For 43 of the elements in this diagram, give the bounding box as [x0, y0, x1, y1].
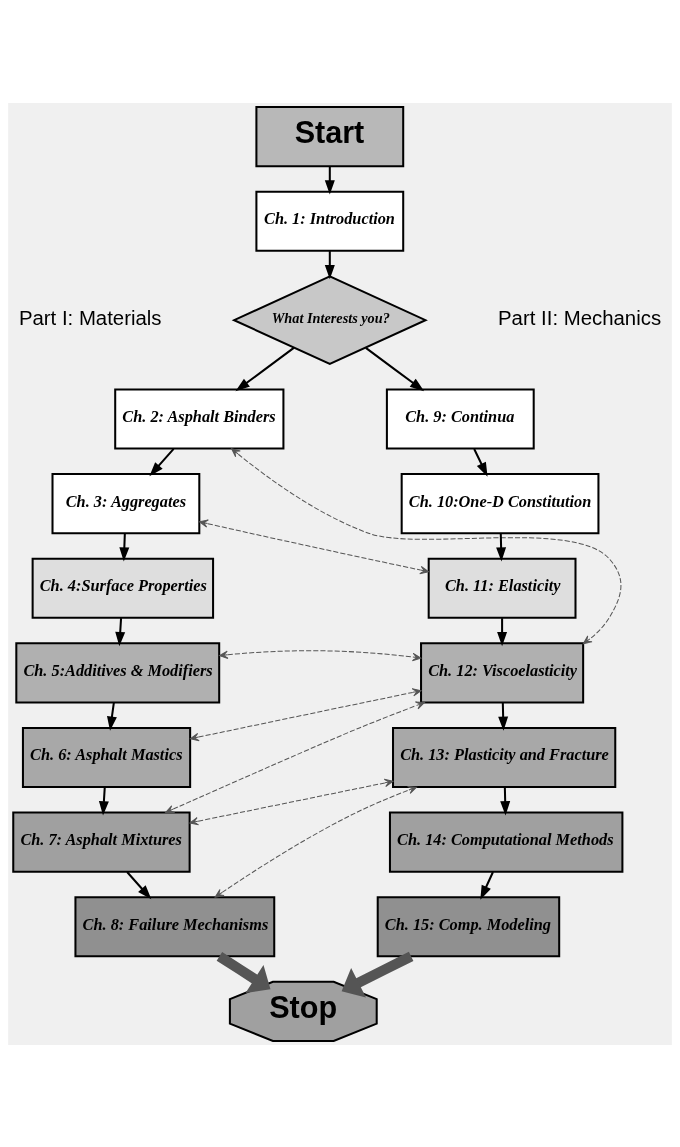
node-box: Ch. 7: Asphalt Mixtures — [12, 811, 191, 873]
arrow — [115, 617, 126, 646]
arrow — [480, 871, 494, 900]
arrow — [165, 700, 425, 813]
arrow — [324, 250, 335, 279]
arrow — [341, 951, 414, 997]
arrow — [107, 702, 117, 731]
node-box: Ch. 2: Asphalt Binders — [114, 387, 285, 450]
node-box: Ch. 6: Asphalt Mastics — [21, 726, 192, 788]
node-box: Ch. 14: Computational Methods — [388, 811, 624, 873]
arrow — [498, 702, 509, 731]
arrow — [497, 617, 508, 646]
arrow — [199, 519, 429, 574]
arrow — [189, 687, 422, 741]
arrow — [214, 785, 417, 898]
node-box: Ch. 15: Comp. Modeling — [376, 895, 561, 957]
node-box: Ch. 8: Failure Mechanisms — [74, 895, 276, 957]
arrow — [126, 870, 152, 899]
arrow — [149, 447, 175, 476]
arrow — [216, 951, 271, 993]
arrow — [235, 346, 295, 391]
label: Part I: Materials — [18, 306, 162, 329]
node-box: Ch. 13: Plasticity and Fracture — [392, 726, 617, 788]
arrow — [500, 786, 511, 815]
arrow — [231, 447, 622, 644]
node-box: Ch. 5:Additives & Modifiers — [15, 641, 221, 703]
label: Part II: Mechanics — [498, 306, 662, 329]
node-box: Ch. 11: Elasticity — [427, 557, 577, 619]
arrow — [324, 166, 335, 195]
node-box: Ch. 4:Surface Properties — [31, 557, 215, 619]
node-box: Ch. 3: Aggregates — [51, 472, 201, 534]
node-diamond: What Interests you? — [231, 274, 428, 365]
arrow — [473, 448, 488, 477]
arrow — [365, 346, 425, 391]
arrow — [119, 533, 130, 562]
node-box: Ch. 10:One-D Constitution — [400, 472, 600, 534]
arrow — [98, 786, 109, 815]
node-box: Ch. 1: Introduction — [255, 190, 405, 252]
node-box: Ch. 9: Continua — [385, 387, 535, 450]
node-box: Start — [255, 105, 405, 167]
arrow — [189, 778, 394, 825]
arrow — [218, 649, 422, 661]
node-box: Ch. 12: Viscoelasticity — [420, 641, 585, 703]
